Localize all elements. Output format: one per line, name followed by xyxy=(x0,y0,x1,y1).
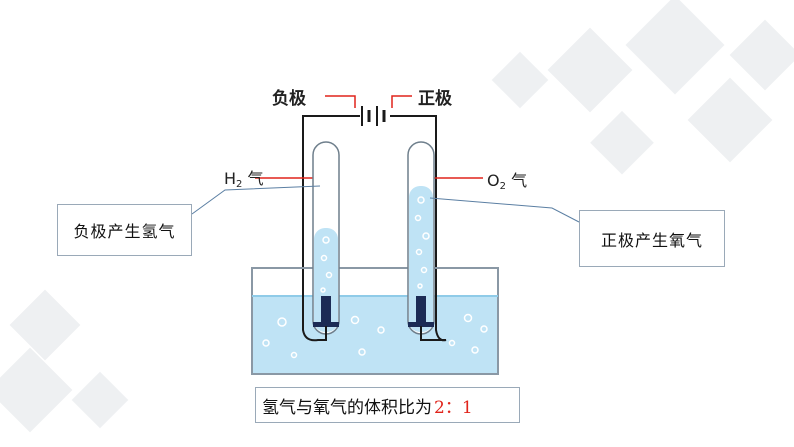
hydrogen-electrode-wire xyxy=(302,272,327,342)
negative-callout: 负极产生氢气 xyxy=(57,204,192,256)
h2-subscript: 2 xyxy=(236,179,243,190)
callout-lines xyxy=(191,185,580,223)
o2-suffix: 气 xyxy=(511,171,528,190)
positive-callout: 正极产生氧气 xyxy=(579,210,725,267)
ratio-text: 氢气与氧气的体积比为 xyxy=(262,397,432,418)
oxygen-tube xyxy=(407,141,435,335)
negative-pole-label: 负极 xyxy=(272,89,306,109)
ratio-value: 2：1 xyxy=(434,397,473,418)
beaker xyxy=(251,267,499,375)
hydrogen-tube xyxy=(312,141,340,335)
oxygen-electrode-wire xyxy=(420,272,447,342)
positive-pole-label: 正极 xyxy=(418,89,452,109)
beaker-bubbles xyxy=(262,313,488,359)
o2-subscript: 2 xyxy=(499,181,506,192)
o2-prefix: O xyxy=(487,171,500,190)
circuit-wires xyxy=(302,115,437,272)
battery-icon xyxy=(361,106,386,126)
h2-prefix: H xyxy=(224,169,237,188)
oxygen-gas-label: O2 气 xyxy=(487,167,527,192)
h2-suffix: 气 xyxy=(247,169,264,188)
hydrogen-gas-label: H2 气 xyxy=(224,165,264,190)
